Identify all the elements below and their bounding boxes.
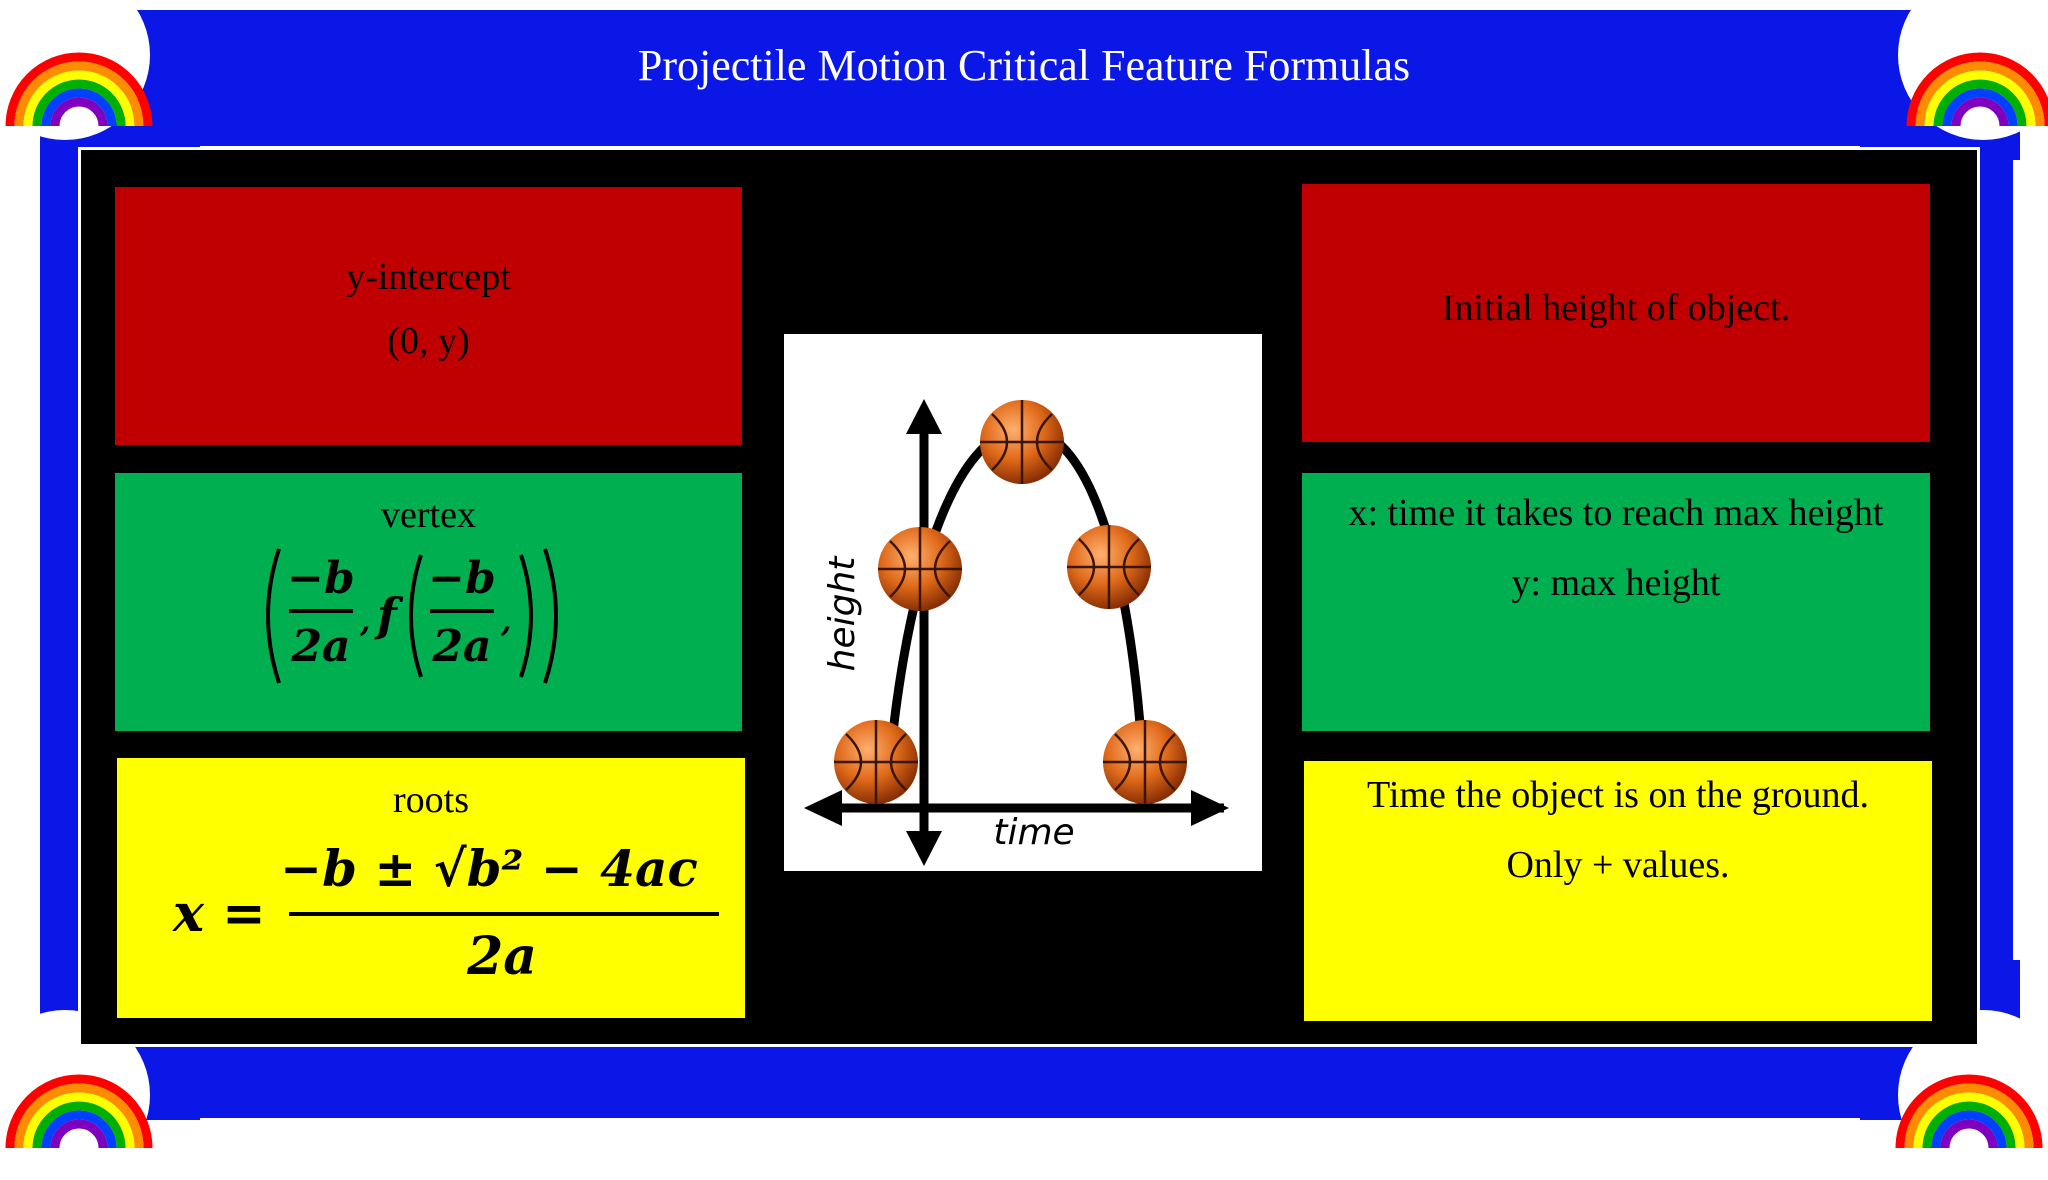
formula-lhs: x = [172, 883, 266, 944]
x-axis-arrow-right [1191, 790, 1229, 826]
frame-bottom [170, 1040, 1890, 1118]
vertex-denominator: 2a [290, 621, 350, 672]
ground-time-card: Time the object is on the ground. Only +… [1304, 761, 1932, 1021]
roots-card: roots x = −b ± √b² − 4ac 2a [117, 758, 745, 1018]
basketball-icon [980, 400, 1064, 484]
max-height-card: x: time it takes to reach max height y: … [1302, 473, 1930, 731]
basketball-icon [834, 720, 918, 804]
basketball-icon [878, 527, 962, 611]
vertex-label: vertex [381, 494, 476, 536]
y-axis-arrow-up [906, 399, 942, 434]
formula-numerator: −b ± √b² − 4ac [280, 839, 698, 898]
vertex-function: f [374, 588, 404, 642]
roots-label: roots [393, 779, 469, 821]
rainbow-icon [5, 1074, 153, 1148]
y-intercept-label: y-intercept [346, 256, 511, 298]
initial-height-text: Initial height of object. [1441, 287, 1791, 329]
positive-values-text: Only + values. [1506, 843, 1730, 886]
x-axis-label: time [993, 812, 1074, 853]
basketball-icon [784, 334, 1151, 609]
page-title: Projectile Motion Critical Feature Formu… [637, 41, 1411, 90]
basketball-icon [1103, 720, 1187, 804]
rainbow-icon [1895, 1074, 2043, 1148]
vertex-inner-denominator: 2a [431, 621, 491, 672]
frame-top [170, 10, 1890, 146]
vertex-formula: −b 2a , f −b 2a , [265, 547, 558, 684]
formula-denominator: 2a [466, 926, 537, 987]
rainbow-icon [1906, 52, 2048, 126]
max-height-y-text: y: max height [1511, 561, 1721, 604]
svg-text:,: , [500, 604, 511, 639]
y-axis-label: height [822, 555, 863, 672]
svg-text:,: , [359, 604, 370, 639]
rainbow-icon [5, 52, 153, 126]
vertex-card: vertex −b 2a , f −b 2a , [115, 473, 742, 731]
y-intercept-formula: (0, y) [387, 319, 470, 362]
y-axis-arrow-down [906, 831, 942, 866]
max-height-x-text: x: time it takes to reach max height [1348, 492, 1884, 534]
projectile-diagram: time height [784, 334, 1262, 871]
initial-height-card: Initial height of object. [1302, 184, 1930, 442]
ground-time-text: Time the object is on the ground. [1366, 774, 1870, 816]
y-intercept-card: y-intercept (0, y) [115, 187, 742, 445]
vertex-numerator: −b [287, 553, 355, 604]
vertex-inner-numerator: −b [428, 553, 496, 604]
quadratic-formula: x = −b ± √b² − 4ac 2a [172, 839, 719, 987]
x-axis-arrow-left [804, 790, 842, 826]
